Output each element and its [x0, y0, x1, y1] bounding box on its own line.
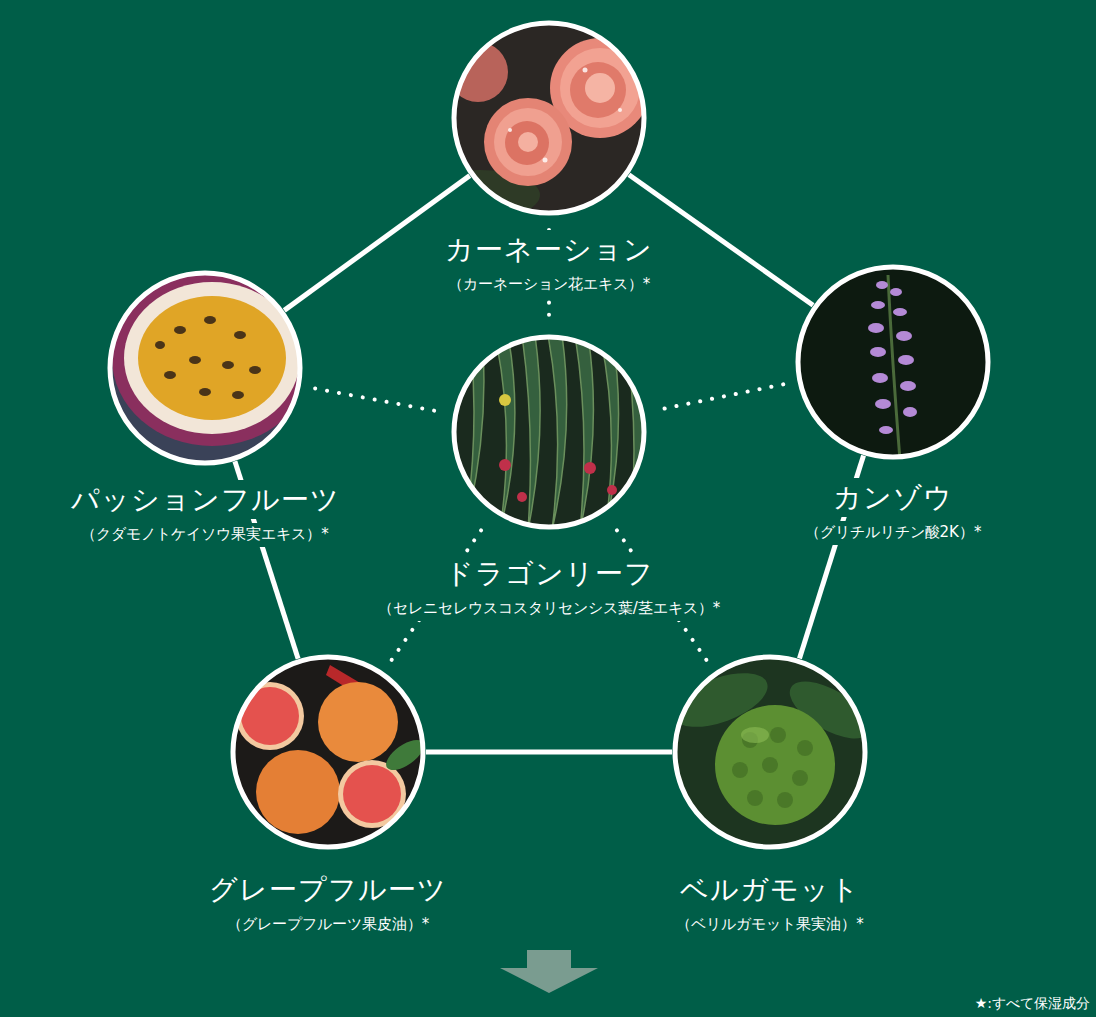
- photo-circle: [795, 264, 991, 460]
- footnote: ★:すべて保湿成分: [975, 995, 1090, 1013]
- photo-circle: [230, 654, 426, 850]
- photo-circle: [451, 334, 647, 530]
- passion-fruit-photo: [100, 265, 312, 475]
- circle-outline: [672, 654, 868, 850]
- carnation-photo: [420, 10, 660, 230]
- photo-circle: [451, 20, 647, 216]
- ingredient-source: （カーネーション花エキス）*: [440, 273, 659, 297]
- photo-circle: [672, 654, 868, 850]
- ingredient-name: ベルガモット: [672, 870, 868, 909]
- ingredient-source: （グレープフルーツ果皮油）*: [219, 913, 438, 937]
- ingredient-node: カーネーション （カーネーション花エキス）*: [437, 20, 661, 297]
- ingredient-node: ドラゴンリーフ （セレニセレウスコスタリセンシス葉/茎エキス）*: [370, 334, 729, 621]
- dotted-link: [659, 384, 783, 409]
- circle-outline: [795, 264, 991, 460]
- ingredient-node: カンゾウ （グリチルリチン酸2K）*: [795, 264, 991, 545]
- down-arrow: [500, 950, 598, 993]
- circle-outline: [230, 654, 426, 850]
- bergamot-photo: [665, 652, 878, 852]
- ingredient-source: （セレニセレウスコスタリセンシス葉/茎エキス）*: [370, 597, 729, 621]
- ingredient-node: パッションフルーツ （クダモノトケイソウ果実エキス）*: [63, 270, 348, 547]
- ingredient-name: ドラゴンリーフ: [437, 554, 662, 593]
- circle-outline: [107, 270, 303, 466]
- dotted-link: [315, 388, 439, 411]
- ingredient-name: カーネーション: [437, 230, 661, 269]
- pentagon-line: [426, 750, 672, 755]
- circle-outline: [451, 334, 647, 530]
- licorice-photo: [795, 265, 995, 465]
- ingredient-source: （グリチルリチン酸2K）*: [797, 521, 990, 545]
- dragon-leaf-photo: [450, 333, 650, 533]
- ingredient-source: （ベリルガモット果実油）*: [668, 913, 872, 937]
- ingredient-name: パッションフルーツ: [63, 480, 348, 519]
- photo-circle: [107, 270, 303, 466]
- ingredient-name: グレープフルーツ: [201, 870, 455, 909]
- ingredient-node: ベルガモット （ベリルガモット果実油）*: [668, 654, 872, 937]
- ingredient-source: （クダモノトケイソウ果実エキス）*: [73, 523, 337, 547]
- circle-outline: [451, 20, 647, 216]
- grapefruit-photo: [228, 652, 429, 852]
- ingredient-name: カンゾウ: [825, 478, 961, 517]
- ingredient-node: グレープフルーツ （グレープフルーツ果皮油）*: [201, 654, 455, 937]
